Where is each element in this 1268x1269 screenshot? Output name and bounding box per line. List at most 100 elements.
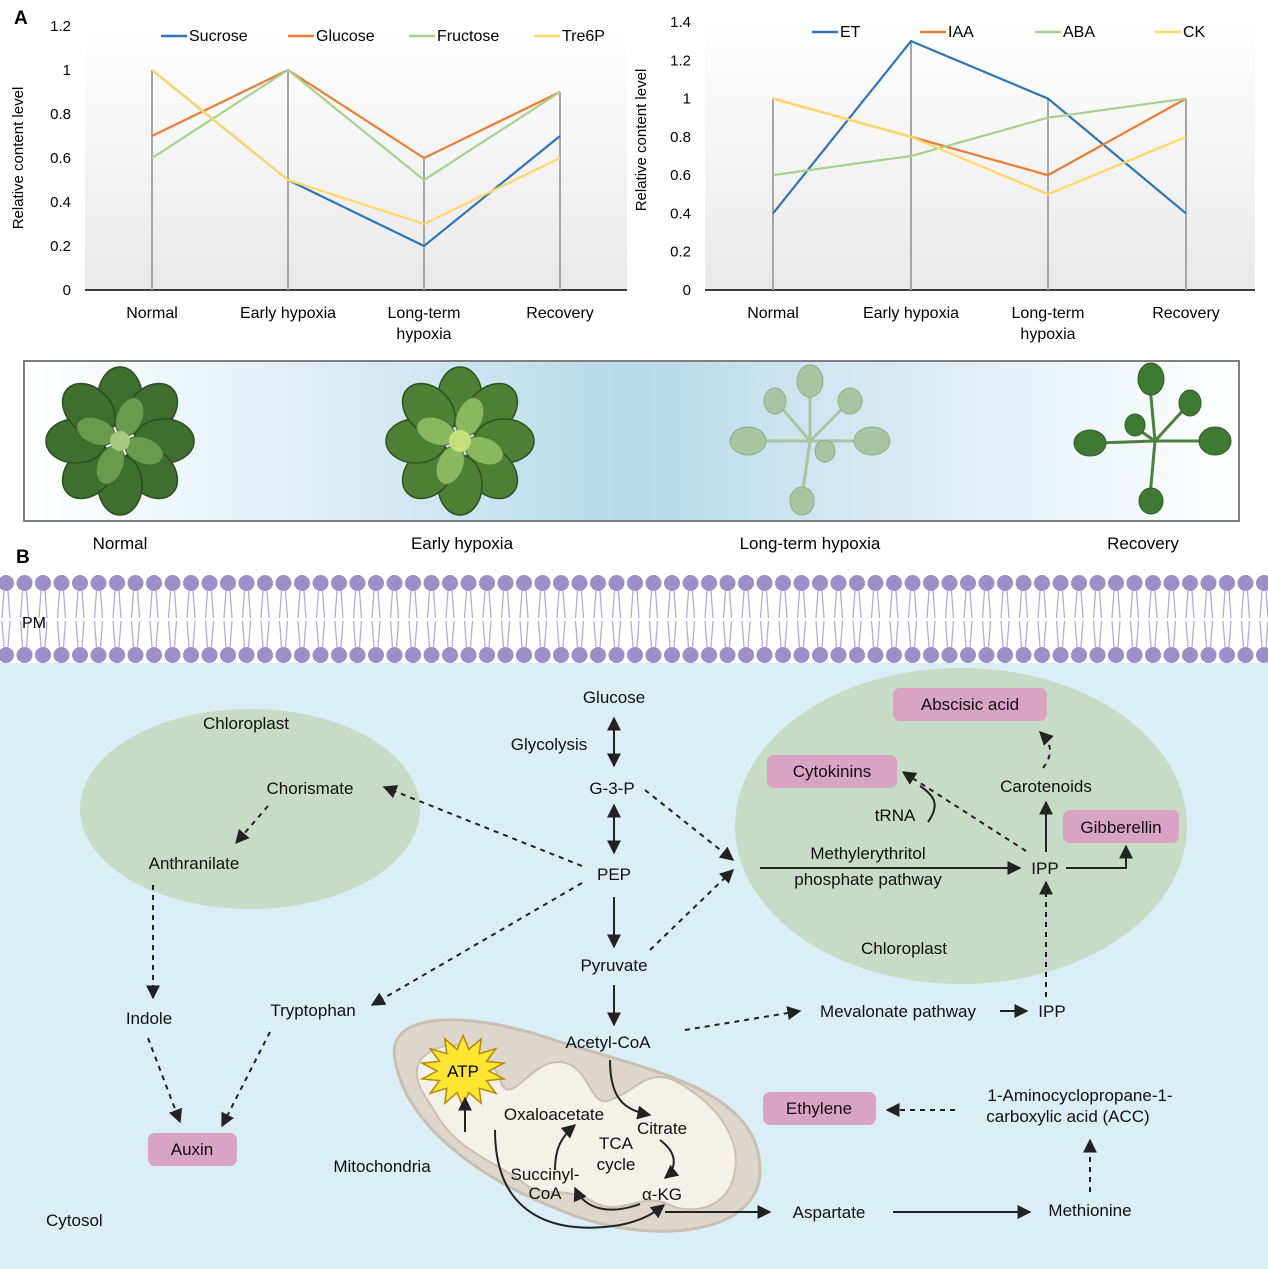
chart2-x-tick-label: Early hypoxia [863,305,959,322]
lipid-head-top [904,575,921,591]
lipid-head-top [793,575,810,591]
methionine-label: Methionine [1048,1201,1131,1220]
lipid-head-bottom [960,647,976,663]
lipid-head-top [16,575,33,591]
lipid-head-top [183,575,199,591]
lipid-head-bottom [886,647,902,663]
lipid-tail [889,590,899,648]
lipid-head-top [849,575,865,591]
lipid-tail [223,590,233,648]
lipid-head-bottom [867,647,884,663]
lipid-tail [1259,590,1268,648]
acetyl-coa-label: Acetyl-CoA [565,1033,651,1052]
lipid-tail [648,590,659,648]
abscisic-acid-label: Abscisic acid [921,695,1019,714]
lipid-head-top [294,575,310,591]
lipid-tail [852,590,862,648]
lipid-tail [500,590,511,648]
lipid-head-top [479,575,495,591]
ethylene-label: Ethylene [786,1099,852,1118]
lipid-head-top [627,575,643,591]
chart2-y-tick-label: 1 [683,91,691,108]
lipid-head-top [1200,575,1217,591]
lipid-tail [704,590,714,648]
mep-label-line2: phosphate pathway [794,870,942,889]
lipid-head-top [109,575,125,591]
chart1-y-tick-label: 1.2 [50,18,71,35]
lipid-head-bottom [756,647,773,663]
lipid-head-top [423,575,440,591]
tryptophan-label: Tryptophan [270,1001,355,1020]
lipid-tail [1240,590,1251,648]
chart1-x-tick-label: Early hypoxia [240,305,336,322]
chorismate-label: Chorismate [267,779,354,798]
chart1-y-tick-label: 0.6 [50,150,71,167]
chart1-series-tre6p-line [151,69,561,226]
lipid-head-top [146,575,162,591]
lipid-tail [315,590,326,648]
lipid-tail [907,590,918,648]
chloroplast-left-label: Chloroplast [203,714,289,733]
lipid-head-bottom [349,647,366,663]
lipid-tail [611,590,622,648]
stage-label-recovery: Recovery [1107,534,1179,553]
lipid-head-top [608,575,625,591]
tca-label-line1: TCA [599,1134,634,1153]
lipid-head-bottom [978,647,995,663]
mep-label-line1: Methylerythritol [810,844,925,863]
pathway-labels: Cytosol Chloroplast Chloroplast Mitochon… [46,688,1173,1230]
lipid-tail [130,590,141,648]
lipid-tail [519,590,529,648]
lipid-tail [334,590,344,648]
lipid-tail [778,590,788,648]
lipid-tail [389,590,400,648]
stage-label-normal: Normal [93,534,148,553]
ethylene-box [763,1092,876,1125]
lipid-head-bottom [183,647,199,663]
chart2-y-tick-label: 1.4 [670,14,691,31]
lipid-tail [1092,590,1103,648]
lipid-head-top [312,575,329,591]
chart1-series-fructose-line [151,68,561,182]
lipid-tail [667,590,677,648]
chloroplast-right [735,668,1187,984]
lipid-head-bottom [849,647,865,663]
lipid-tail [93,590,104,648]
lipid-head-bottom [534,647,551,663]
stage-label-long-term-hypoxia: Long-term hypoxia [740,534,881,553]
lipid-head-bottom [664,647,680,663]
lipid-head-top [553,575,569,591]
lipid-head-bottom [331,647,347,663]
lipid-tail [278,590,289,648]
lipid-head-bottom [1237,647,1254,663]
lipid-head-top [571,575,588,591]
panel-label-b: B [16,547,30,568]
lipid-tail [963,590,973,648]
lipid-tail [833,590,844,648]
chart2-y-tick-label: 0 [683,282,691,299]
glucose-label: Glucose [583,688,645,707]
lipid-tail [759,590,770,648]
lipid-head-top [867,575,884,591]
normal-rosette-icon [45,366,195,516]
lipid-tail [482,590,492,648]
lipid-head-bottom [830,647,847,663]
plant-stage-strip: Normal Early hypoxia Long-term hypoxia R… [23,360,1240,553]
mitochondria-label: Mitochondria [333,1157,431,1176]
lipid-tail [463,590,474,648]
auxin-label: Auxin [171,1140,214,1159]
lipid-head-bottom [201,647,218,663]
lipid-head-bottom [645,647,662,663]
akg-label: α-KG [642,1185,682,1204]
chart1-plot-area [85,26,627,290]
lipid-head-top [830,575,847,591]
lipid-tail [426,590,437,648]
chart2-y-tick-label: 0.8 [670,129,691,146]
citrate-label: Citrate [637,1119,687,1138]
lipid-head-bottom [923,647,939,663]
lipid-tail [186,590,196,648]
cytokinins-box [767,755,897,788]
lipid-tail [593,590,603,648]
lipid-tail [1185,590,1195,648]
